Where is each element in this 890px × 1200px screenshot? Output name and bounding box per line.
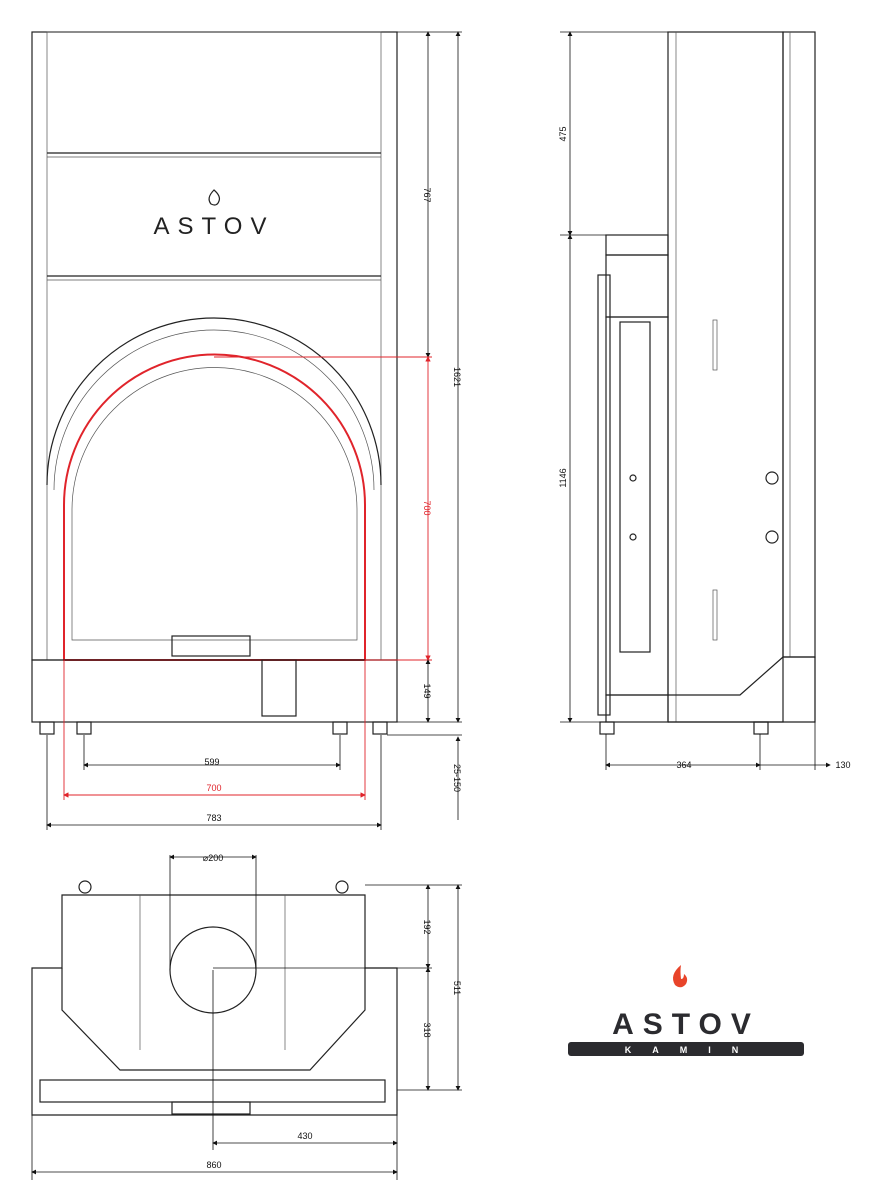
flame-icon <box>673 965 688 988</box>
top-view: ⌀200 192 318 511 430 860 <box>31 853 462 1180</box>
leg-feet <box>39 721 388 735</box>
logo-text: ASTOV <box>612 1008 760 1041</box>
dim-total-height: 1621 <box>452 367 462 387</box>
dim-top-section: 475 <box>558 126 568 141</box>
dim-front-depth: 318 <box>422 1022 432 1037</box>
dim-rear-offset: 130 <box>835 760 850 770</box>
dim-flue-offset-width: 430 <box>297 1131 312 1141</box>
dim-flue-offset-depth: 192 <box>422 919 432 934</box>
dim-leg-adjust: 25-150 <box>452 764 462 792</box>
brand-logo: ASTOV KAMIN <box>568 965 804 1056</box>
front-view: ASTOV 767 700 149 1621 25-150 599 700 <box>31 31 462 830</box>
dim-total-width: 783 <box>206 813 221 823</box>
dim-upper-height: 767 <box>422 187 432 202</box>
dim-depth: 364 <box>676 760 691 770</box>
diameter-symbol: ⌀ <box>203 853 209 863</box>
dim-flue-diameter: 200 <box>208 853 223 863</box>
dim-total-width-top: 860 <box>206 1160 221 1170</box>
dim-opening-height: 700 <box>422 500 432 515</box>
dim-opening-width: 700 <box>206 783 221 793</box>
logo-subtitle: KAMIN <box>625 1045 760 1055</box>
side-view: 475 1146 364 130 <box>558 31 851 770</box>
dim-lower-section: 1146 <box>558 468 568 487</box>
flame-icon <box>208 189 221 206</box>
dim-base-height: 149 <box>422 683 432 698</box>
svg-text:⌀200: ⌀200 <box>203 853 223 863</box>
front-logo-text: ASTOV <box>154 213 275 240</box>
dim-leg-spacing: 599 <box>204 757 219 767</box>
dim-total-depth: 511 <box>452 981 462 995</box>
